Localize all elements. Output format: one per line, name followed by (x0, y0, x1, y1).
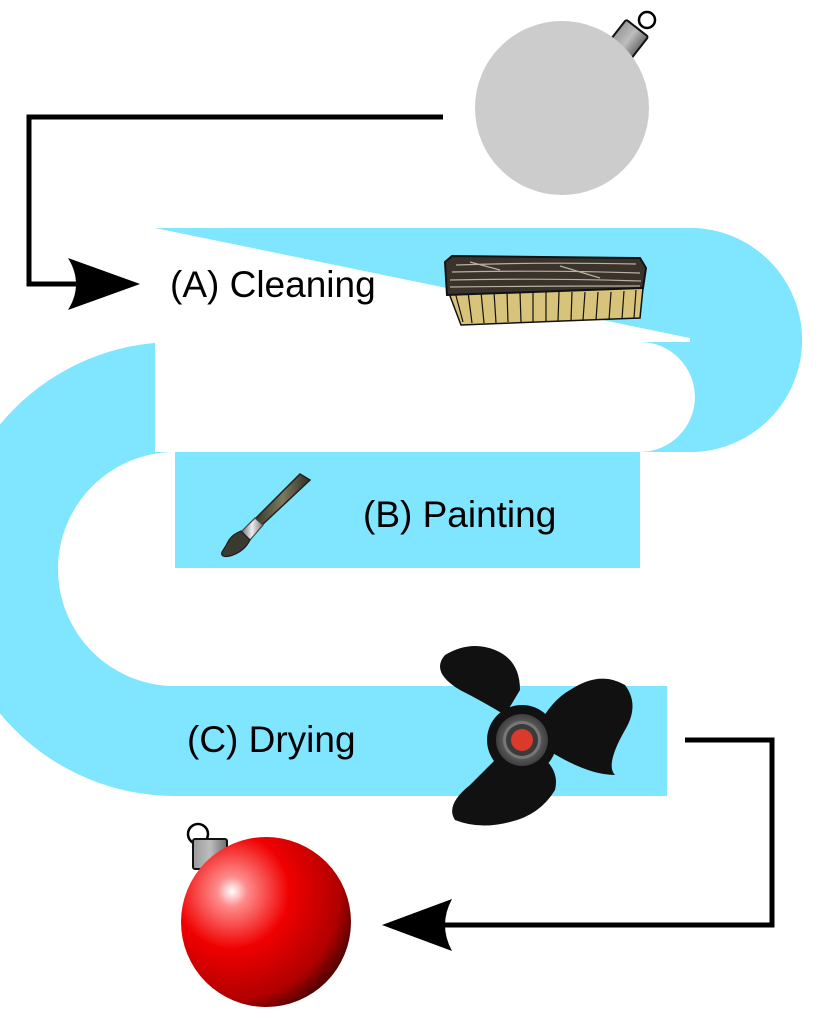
output-arrowhead-icon (382, 899, 452, 951)
stage-b-label: (B) Painting (363, 494, 556, 535)
fan-icon (440, 646, 633, 826)
conveyor-belt-segment-b (175, 452, 640, 568)
output-flow-line (440, 737, 775, 928)
scrub-brush-icon (443, 254, 648, 326)
stage-a-label: (A) Cleaning (170, 264, 376, 305)
conveyor-belt-inner-cut-2 (116, 568, 667, 686)
conveyor-belt-inner-cut-1 (155, 342, 695, 452)
unpainted-ornament-icon (475, 10, 657, 195)
stage-c-label: (C) Drying (187, 719, 356, 760)
painted-ornament-icon (181, 822, 351, 1007)
input-flow-line (26, 114, 443, 287)
input-arrowhead-icon (68, 258, 140, 310)
conveyor-belt-top-bend (640, 228, 802, 452)
paintbrush-icon (221, 473, 312, 558)
